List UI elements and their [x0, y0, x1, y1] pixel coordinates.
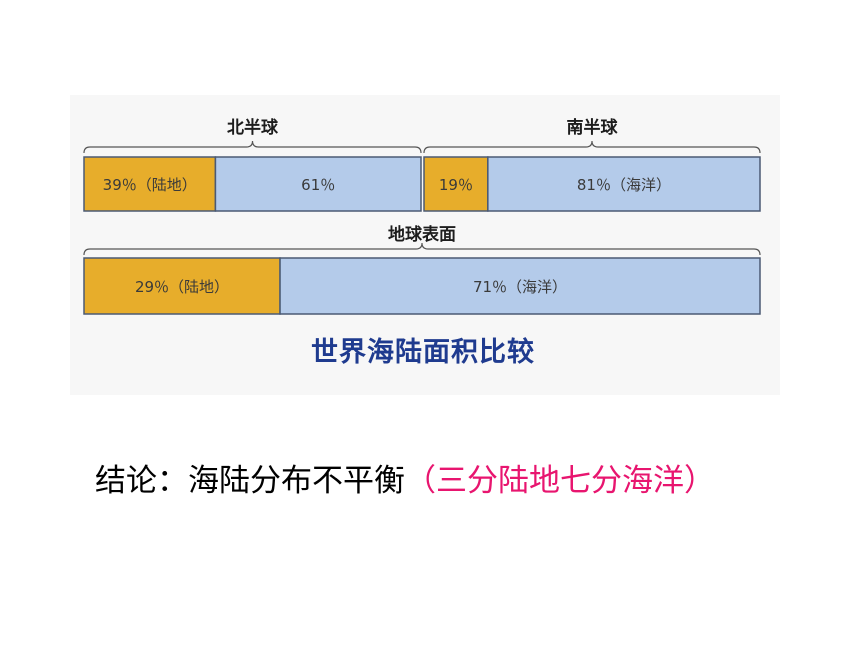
label-southern-land: 19％	[439, 176, 473, 194]
label-earth-land: 29％（陆地）	[135, 278, 229, 296]
label-northern-land: 39％（陆地）	[103, 176, 197, 194]
bar-southern-ocean	[487, 156, 761, 212]
bar-northern-ocean	[214, 156, 422, 212]
figure-background	[70, 95, 780, 395]
bar-southern-land	[423, 156, 489, 212]
brace-earth	[83, 242, 761, 256]
group-southern: 南半球 19％ 81％（海洋）	[423, 117, 761, 212]
group-title-northern: 北半球	[227, 117, 279, 138]
group-title-earth: 地球表面	[388, 224, 456, 245]
brace-southern	[423, 140, 761, 154]
label-earth-ocean: 71％（海洋）	[473, 278, 567, 296]
group-northern: 北半球 39％（陆地） 61％	[83, 117, 422, 212]
bar-earth-land	[83, 257, 281, 315]
conclusion: 结论：海陆分布不平衡（三分陆地七分海洋）	[95, 455, 715, 500]
group-earth: 地球表面 29％（陆地） 71％（海洋）	[83, 224, 761, 315]
sea-land-area-chart: 北半球 39％（陆地） 61％ 南半球 19％ 81％（海洋） 地球表面 29％…	[70, 95, 780, 395]
bar-earth-ocean	[279, 257, 761, 315]
conclusion-text: 结论：海陆分布不平衡	[95, 463, 405, 499]
conclusion-note: （三分陆地七分海洋）	[405, 463, 715, 499]
brace-northern	[83, 140, 422, 154]
label-southern-ocean: 81％（海洋）	[577, 176, 671, 194]
group-title-southern: 南半球	[567, 117, 619, 138]
chart-title: 世界海陆面积比较	[311, 336, 535, 368]
label-northern-ocean: 61％	[301, 176, 335, 194]
bar-northern-land	[83, 156, 217, 212]
